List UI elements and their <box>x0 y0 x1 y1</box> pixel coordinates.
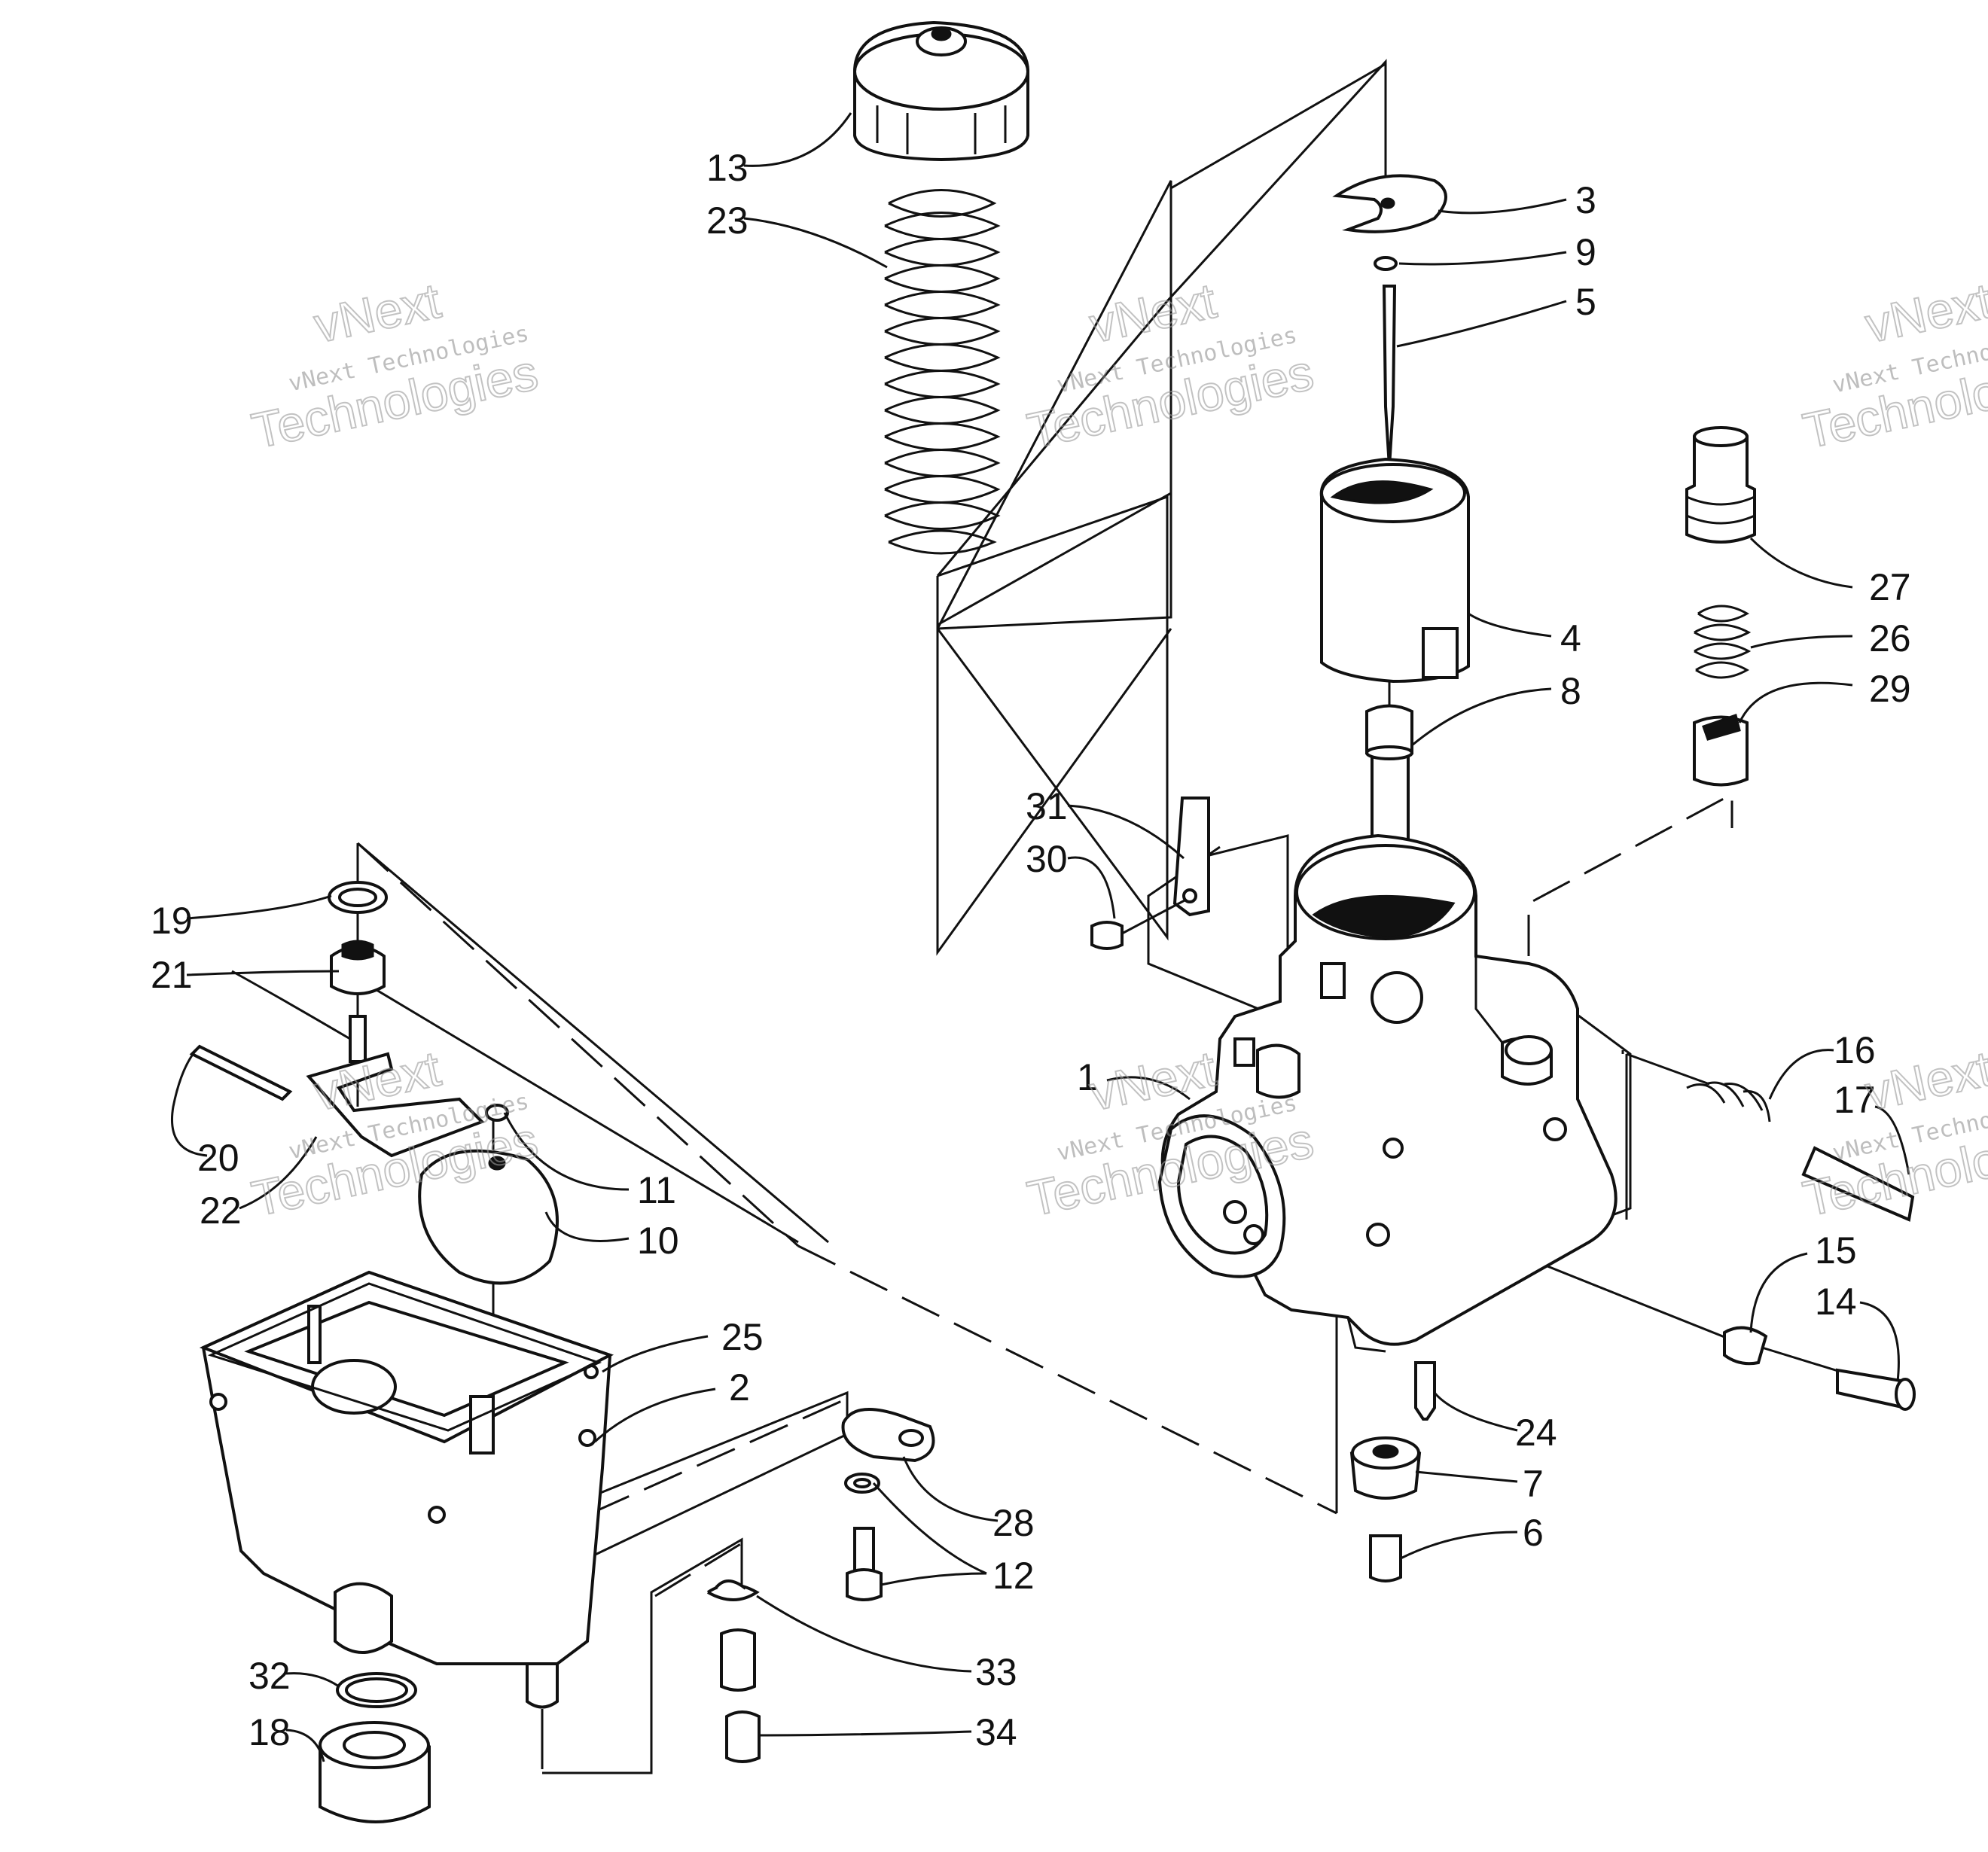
part-10-float <box>418 1149 559 1285</box>
callout-28: 28 <box>992 1502 1035 1544</box>
watermark-brand: vNext <box>309 273 445 353</box>
callout-15: 15 <box>1815 1229 1857 1272</box>
callout-23: 23 <box>706 200 749 242</box>
part-34-cap <box>725 1710 761 1763</box>
part-11-float-pin-cap <box>485 1104 509 1122</box>
part-9-e-clip <box>1374 256 1398 271</box>
part-33-tube <box>720 1628 756 1692</box>
watermark-group-5: vNext vNext Technologies Technologies <box>1022 1040 1319 1228</box>
part-12-screw-washer <box>844 1473 883 1601</box>
part-4-throttle-slide <box>1319 457 1470 684</box>
callout-20: 20 <box>197 1137 239 1179</box>
callout-32: 32 <box>248 1655 291 1697</box>
part-3-needle-plate <box>1332 174 1447 233</box>
part-6-main-jet <box>1369 1534 1402 1582</box>
part-23-spring <box>884 189 1001 555</box>
part-26-spring <box>1694 605 1752 679</box>
watermark-group-2: vNext vNext Technologies Technologies <box>1022 272 1319 460</box>
callout-labels: 1 2 3 4 5 6 7 8 9 10 11 12 13 14 15 16 1… <box>151 147 1911 1753</box>
callout-3: 3 <box>1575 179 1596 221</box>
callout-2: 2 <box>729 1366 750 1409</box>
callout-18: 18 <box>248 1711 291 1753</box>
callout-6: 6 <box>1523 1512 1544 1554</box>
part-2-float-bowl <box>199 1270 614 1709</box>
watermark-group-3: vNext vNext Technologies Technologies <box>1797 272 1988 460</box>
part-5-jet-needle <box>1382 285 1397 468</box>
callout-7: 7 <box>1523 1463 1544 1505</box>
watermark-brand: vNext <box>1861 273 1988 353</box>
callout-12: 12 <box>992 1555 1035 1597</box>
part-30-screw <box>1090 898 1187 950</box>
part-15-spring <box>1723 1326 1768 1366</box>
part-29-plunger <box>1693 714 1749 787</box>
callout-27: 27 <box>1869 566 1911 608</box>
callout-26: 26 <box>1869 617 1911 659</box>
callout-31: 31 <box>1026 785 1068 827</box>
callout-5: 5 <box>1575 281 1596 323</box>
part-17-pilot-screw <box>1801 1146 1915 1222</box>
callout-29: 29 <box>1869 668 1911 710</box>
callout-16: 16 <box>1834 1029 1876 1071</box>
part-7-jet-holder <box>1349 1436 1422 1500</box>
callout-34: 34 <box>975 1711 1017 1753</box>
part-24-pilot-jet <box>1414 1361 1436 1421</box>
part-27-valve-body <box>1685 426 1756 544</box>
callout-21: 21 <box>151 954 193 996</box>
callout-30: 30 <box>1026 838 1068 880</box>
part-22-float-arm <box>306 1052 485 1158</box>
callout-4: 4 <box>1560 617 1581 659</box>
callout-1: 1 <box>1077 1056 1098 1098</box>
assembly-line-spring-body <box>936 495 1169 941</box>
callout-14: 14 <box>1815 1281 1857 1323</box>
part-1-carburetor-body <box>1157 833 1618 1353</box>
callout-10: 10 <box>637 1220 679 1262</box>
part-18-drain-plug <box>319 1721 431 1823</box>
callout-33: 33 <box>975 1651 1017 1693</box>
part-28-plate <box>841 1408 935 1463</box>
callout-22: 22 <box>200 1189 242 1232</box>
part-16-spring <box>1686 1081 1771 1122</box>
leader-lines <box>171 112 1910 1762</box>
watermark-brand: vNext <box>1085 273 1221 353</box>
part-25-gasket <box>207 1282 602 1432</box>
part-14-idle-screw <box>1836 1368 1916 1411</box>
part-32-o-ring <box>336 1672 417 1708</box>
callout-9: 9 <box>1575 231 1596 273</box>
callout-17: 17 <box>1834 1079 1876 1121</box>
part-33-clamp <box>706 1579 760 1601</box>
part-13-top-cap <box>853 20 1029 162</box>
part-31-cable-bracket <box>1172 797 1210 917</box>
watermark-group-1: vNext vNext Technologies Technologies <box>246 272 543 460</box>
callout-24: 24 <box>1515 1412 1557 1454</box>
callout-8: 8 <box>1560 670 1581 712</box>
part-19-washer <box>328 881 388 914</box>
part-20-float-pin <box>189 1044 293 1101</box>
callout-19: 19 <box>151 900 193 942</box>
watermark-brand: vNext <box>1861 1040 1988 1121</box>
callout-25: 25 <box>721 1316 764 1358</box>
callout-11: 11 <box>637 1169 676 1211</box>
callout-13: 13 <box>706 147 749 189</box>
